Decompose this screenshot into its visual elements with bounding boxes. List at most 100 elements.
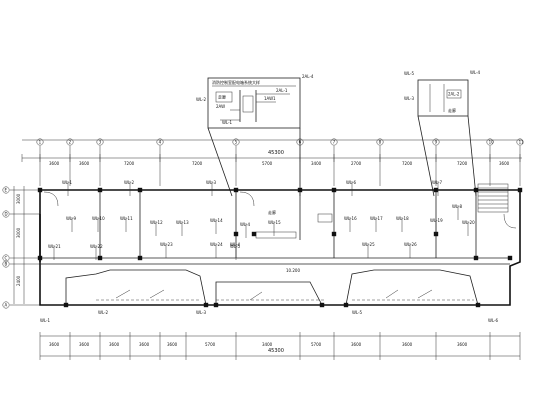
right-detail-tag-1: WL-3 [404,96,415,101]
column-mark [233,231,239,237]
device-tag: WL-1 [62,180,73,185]
left-detail-title: 消防控制室配电箱系统大样 [212,79,260,85]
bottom-dim-label: 3600 [167,342,178,347]
top-dim-label: 7200 [192,161,203,166]
row-axis-bubble [2,301,10,309]
device-tag: WL-6 [346,180,357,185]
axis-label: 5 [235,140,238,145]
device-tag: WL-26 [404,242,417,247]
device-tag: WL-6 [488,318,499,323]
row-axis-bubble [2,210,10,218]
row-axis-label: E [5,188,8,193]
device-tag: WL-11 [120,216,133,221]
right-detail-label: 2AL-2 [448,92,460,97]
column-mark [251,231,257,237]
column-mark [507,255,513,261]
device-tag: WL-16 [344,216,357,221]
top-dim-label: 7200 [124,161,135,166]
column-mark [203,302,209,308]
axis-label: 8 [379,140,382,145]
left-detail-tag-2: WL-2 [196,97,207,102]
row-axis-label: C [5,256,8,261]
device-tag: WL-4 [230,242,241,247]
left-dim-label: 3000 [16,227,21,238]
column-mark [137,187,143,193]
column-mark [37,255,43,261]
device-tag: WL-13 [176,220,189,225]
bottom-dim-label: 3600 [49,342,60,347]
device-tag: WL-19 [430,218,443,223]
device-tag: WL-22 [90,244,103,249]
device-tag: WL-3 [196,310,207,315]
row-axis-bubble [2,260,10,268]
building-outline: 走廊 10.200 [39,183,521,306]
right-detail-tag-2: WL-4 [470,70,481,75]
axis-label: 3 [99,140,102,145]
room-label: 走廊 [268,209,276,215]
device-tag: WL-21 [48,244,61,249]
device-tag: WL-25 [362,242,375,247]
top-dim-label: 3400 [311,161,322,166]
axis-bubble [232,138,240,146]
device-tag: WL-24 [210,242,223,247]
column-mark [517,187,523,193]
column-mark [137,255,143,261]
axis-bubble [432,138,440,146]
device-tag: WL-5 [230,244,241,249]
axis-bubble [96,138,104,146]
axis-label: 1 [39,140,42,145]
top-dim-label: 7200 [457,161,468,166]
axis-label: 7 [333,140,336,145]
bottom-dim-label: 3600 [457,342,468,347]
axis-bubble [36,138,44,146]
column-mark [213,302,219,308]
axis-bubble [516,138,524,146]
column-mark [331,231,337,237]
staircase [477,183,509,213]
row-axis-label: B [5,262,8,267]
right-detail-callout: 2AL-2 走廊 WL-5 WL-3 WL-4 [404,70,481,197]
device-tag: WL-2 [98,310,109,315]
device-tag: WL-20 [462,220,475,225]
top-dim-label: 3600 [499,161,510,166]
axis-label: 9 [435,140,438,145]
left-detail-callout: 消防控制室配电箱系统大样 走廊 2AL-1 1AW1 2AW WL-1 WL-2… [196,74,314,197]
left-detail-tag-3: 2AL-4 [302,74,314,79]
right-detail-room: 走廊 [448,107,456,113]
column-mark [297,187,303,193]
structural-columns [37,187,523,308]
column-mark [473,187,479,193]
column-mark [233,187,239,193]
device-tag: WL-7 [432,180,443,185]
device-tag: WL-1 [40,318,51,323]
row-axis-label: A [5,303,8,308]
column-mark [343,302,349,308]
left-detail-label-3: 2AW [216,104,225,109]
device-tag: WL-2 [124,180,135,185]
bottom-dim-label: 3600 [79,342,90,347]
axis-bubble [66,138,74,146]
column-mark [37,187,43,193]
left-dim-label: 2400 [16,275,21,286]
device-tag: WL-4 [240,222,251,227]
axis-label: 2 [69,140,72,145]
column-mark [97,255,103,261]
bottom-dim-label: 3600 [351,342,362,347]
left-detail-room: 走廊 [218,94,226,100]
top-dim-label: 3600 [49,161,60,166]
device-tag: WL-15 [268,220,281,225]
column-mark [473,255,479,261]
right-detail-title: WL-5 [404,71,415,76]
axis-label: 6 [299,140,302,145]
axis-label: 10 [489,140,495,145]
bottom-dim-label: 3600 [139,342,150,347]
column-mark [97,187,103,193]
axis-bubble [296,138,304,146]
left-detail-label-2: 1AW1 [264,96,276,101]
top-total-dim: 45300 [268,150,284,156]
bottom-dim-label: 3400 [262,342,273,347]
column-mark [433,187,439,193]
row-axis-label: D [5,212,8,217]
